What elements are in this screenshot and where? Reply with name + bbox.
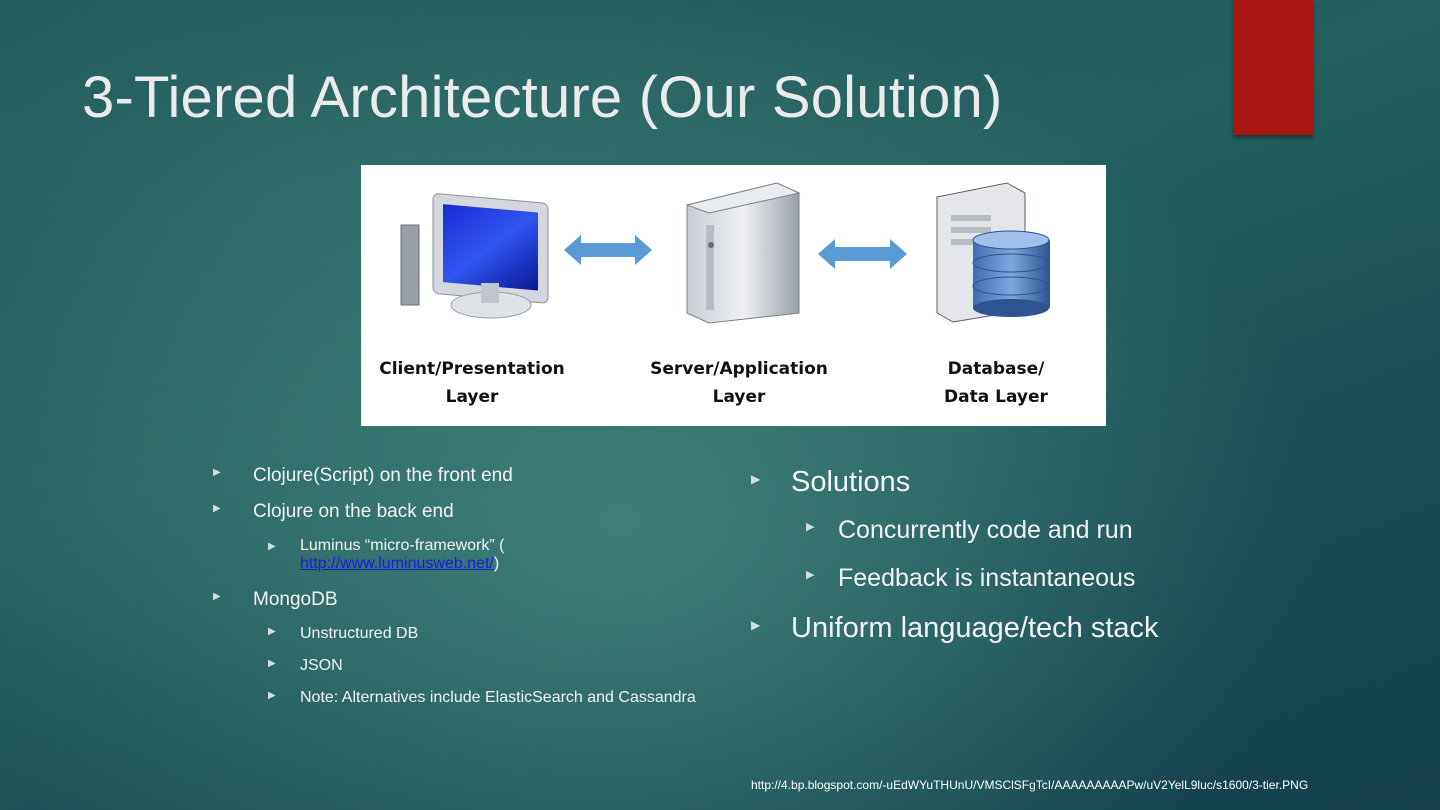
bullet-arrow-icon: ▶ [751,618,761,632]
bullet-arrow-icon: ▶ [751,472,761,486]
list-item: ▶ Solutions [751,466,1159,516]
accent-bar [1233,0,1313,135]
list-item: ▶ Unstructured DB [268,625,696,657]
bullet-arrow-icon: ▶ [268,541,276,552]
bullet-text: Clojure on the back end [253,501,454,522]
slide-title: 3-Tiered Architecture (Our Solution) [82,65,1003,130]
monitor-icon [400,193,549,319]
list-item: ▶ Clojure(Script) on the front end [213,465,696,501]
list-item: ▶ JSON [268,657,696,689]
bullet-text: Feedback is instantaneous [838,564,1136,592]
bullet-text: JSON [300,657,343,674]
list-item: ▶ Luminus “micro-framework” ( http://www… [268,537,696,589]
database-icon [936,182,1050,323]
bullet-text: Clojure(Script) on the front end [253,465,513,486]
server-layer-label: Server/Application Layer [629,355,849,411]
right-bullet-list: ▶ Solutions ▶ Concurrently code and run … [751,466,1159,662]
bullet-text: ) [493,555,500,572]
layer-label-line: Client/Presentation [379,359,565,379]
bullet-text: Luminus “micro-framework” ( [300,537,505,554]
bullet-text: Uniform language/tech stack [791,612,1159,644]
bullet-text: Concurrently code and run [838,516,1133,544]
double-arrow-icon [564,235,652,265]
list-item: ▶ MongoDB [213,589,696,625]
bullet-arrow-icon: ▶ [806,521,815,533]
diagram-graphics [400,182,1050,324]
bullet-text: MongoDB [253,589,338,610]
bullet-text: Note: Alternatives include ElasticSearch… [300,689,696,706]
list-item: ▶ Feedback is instantaneous [806,564,1159,612]
architecture-diagram: Client/Presentation Layer Server/Applica… [361,165,1106,426]
list-item: ▶ Uniform language/tech stack [751,612,1159,662]
layer-label-line: Data Layer [944,387,1048,407]
layer-label-line: Server/Application [650,359,828,379]
bullet-arrow-icon: ▶ [268,690,276,701]
double-arrow-icon [818,239,907,269]
image-source-caption: http://4.bp.blogspot.com/-uEdWYuTHUnU/VM… [751,778,1309,792]
list-item: ▶ Clojure on the back end [213,501,696,537]
client-layer-label: Client/Presentation Layer [362,355,582,411]
bullet-text: Solutions [791,466,911,498]
list-item: ▶ Concurrently code and run [806,516,1159,564]
layer-label-line: Database/ [947,359,1045,379]
bullet-text: Unstructured DB [300,625,419,642]
bullet-arrow-icon: ▶ [213,591,221,602]
list-item: ▶ Note: Alternatives include ElasticSear… [268,689,696,721]
bullet-arrow-icon: ▶ [268,658,276,669]
left-bullet-list: ▶ Clojure(Script) on the front end ▶ Clo… [213,465,696,721]
layer-label-line: Layer [712,387,766,407]
database-layer-label: Database/ Data Layer [886,355,1106,411]
bullet-arrow-icon: ▶ [806,569,815,581]
server-icon [685,182,801,324]
bullet-arrow-icon: ▶ [213,503,221,514]
layer-label-line: Layer [445,387,499,407]
bullet-arrow-icon: ▶ [213,467,221,478]
bullet-arrow-icon: ▶ [268,626,276,637]
luminus-link[interactable]: http://www.luminusweb.net/ [300,555,494,572]
